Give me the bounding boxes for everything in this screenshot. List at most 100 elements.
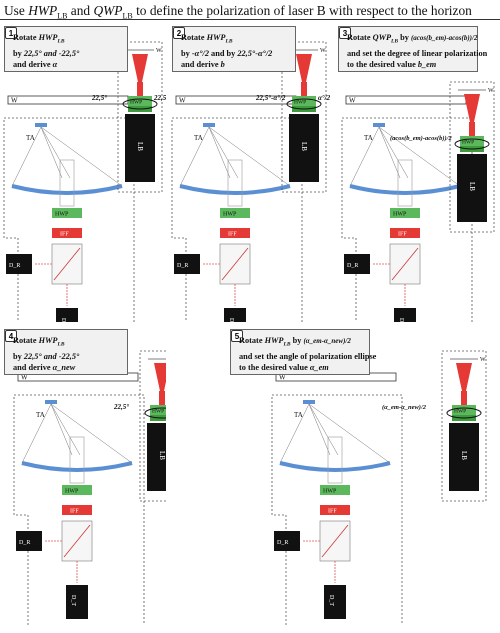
primary-mirror [179, 184, 291, 195]
pbs-diagonal [221, 247, 249, 281]
angle-annotation-left: 22,5° [113, 403, 129, 411]
detector-reflected-label: D_R [177, 263, 188, 269]
rotation-arrow-icon [122, 98, 158, 110]
pbs-diagonal [321, 524, 349, 558]
hwp-lb-label: HWP [152, 409, 164, 415]
rotation-arrow-icon [144, 407, 166, 419]
step-panel-3: WTAHWPIFFD_RD_TWHWPLB(acos(b_em)-acos(b)… [334, 22, 500, 322]
hwp-a [320, 485, 350, 495]
laser-b-outline [281, 41, 327, 193]
laser-b-body [457, 154, 487, 222]
beam-stem [469, 122, 475, 136]
beam-stem [301, 82, 307, 96]
hwp-lb-label: HWP [462, 140, 474, 146]
detector-reflected [16, 531, 42, 551]
detector-transmitted-label: D_T [398, 318, 404, 322]
iff-label: IFF [328, 509, 337, 515]
window-label: W [179, 97, 186, 105]
window-plate [345, 95, 467, 105]
pbs-diagonal [391, 247, 419, 281]
detector-reflected [174, 254, 200, 274]
hwp-lb [452, 405, 476, 415]
detector-transmitted [66, 585, 88, 619]
detector-transmitted [56, 308, 78, 322]
detector-transmitted [394, 308, 416, 322]
laser-w-label: W [156, 48, 162, 54]
rotation-arrow-icon [446, 407, 482, 419]
hwp-a [52, 208, 82, 218]
hwp-a-label: HWP [55, 212, 69, 218]
table-outline [341, 117, 473, 322]
laser-b-outline [449, 81, 495, 233]
optical-setup-diagram: WTAHWPIFFD_RD_TWHWPLB(acos(b_em)-acos(b)… [341, 81, 495, 322]
iff-label: IFF [60, 232, 69, 238]
iff-label: IFF [228, 232, 237, 238]
laser-b-beam [464, 94, 480, 122]
angle-annotation: (α_em-α_new)/2 [382, 404, 427, 411]
telescope-label: TA [26, 134, 35, 142]
detector-reflected-label: D_R [347, 263, 358, 269]
iff-label: IFF [398, 232, 407, 238]
pbs-diagonal [63, 524, 91, 558]
detector-reflected [344, 254, 370, 274]
laser-w-label: W [480, 357, 486, 363]
laser-b-label: LB [468, 182, 476, 191]
laser-w-label: W [320, 48, 326, 54]
detector-reflected-label: D_R [277, 540, 288, 546]
laser-b-label: LB [136, 142, 144, 151]
laser-b-label: LB [158, 451, 166, 460]
telescope-tube [397, 159, 413, 207]
detector-transmitted-label: D_T [70, 595, 76, 606]
hwp-lb [292, 96, 316, 106]
hwp-a-label: HWP [223, 212, 237, 218]
detector-transmitted-label: D_T [328, 595, 334, 606]
angle-annotation: (acos(b_em)-acos(b))/2 [390, 135, 452, 142]
telescope-label: TA [364, 134, 373, 142]
window-label: W [279, 374, 286, 382]
telescope-tube [327, 436, 343, 484]
figure-title: Use HWPLB and QWPLB to define the polari… [4, 3, 472, 21]
window-label: W [21, 374, 28, 382]
hwp-a-label: HWP [65, 489, 79, 495]
angle-annotation-left: 22,5° [91, 94, 107, 102]
detector-transmitted [324, 585, 346, 619]
beam-stem [461, 391, 467, 405]
laser-b-beam [154, 363, 166, 391]
telescope-rays [11, 126, 123, 187]
angle-annotation-right: α°/2 [318, 94, 331, 102]
step-panel-2: WTAHWPIFFD_RD_TWHWPLB22,5°-α°/2α°/22Rota… [168, 22, 334, 322]
iff-filter [62, 505, 92, 515]
table-outline [13, 394, 145, 625]
laser-b-outline [117, 41, 163, 193]
secondary-mirror [373, 123, 385, 127]
step-number: 1 [5, 27, 17, 39]
detector-reflected [6, 254, 32, 274]
detector-transmitted-label: D_T [60, 318, 66, 322]
hwp-lb-label: HWP [294, 100, 306, 106]
step-number: 3 [339, 27, 351, 39]
beam-stem [159, 391, 165, 405]
hwp-lb [128, 96, 152, 106]
secondary-mirror [35, 123, 47, 127]
telescope-tube [59, 159, 75, 207]
window-plate [7, 95, 129, 105]
primary-mirror [11, 184, 123, 195]
detector-reflected [274, 531, 300, 551]
hwp-a [62, 485, 92, 495]
telescope-rays [179, 126, 291, 187]
window-label: W [11, 97, 18, 105]
laser-b-body [147, 423, 166, 491]
laser-b-outline [139, 350, 166, 502]
iff-filter [52, 228, 82, 238]
iff-label: IFF [70, 509, 79, 515]
